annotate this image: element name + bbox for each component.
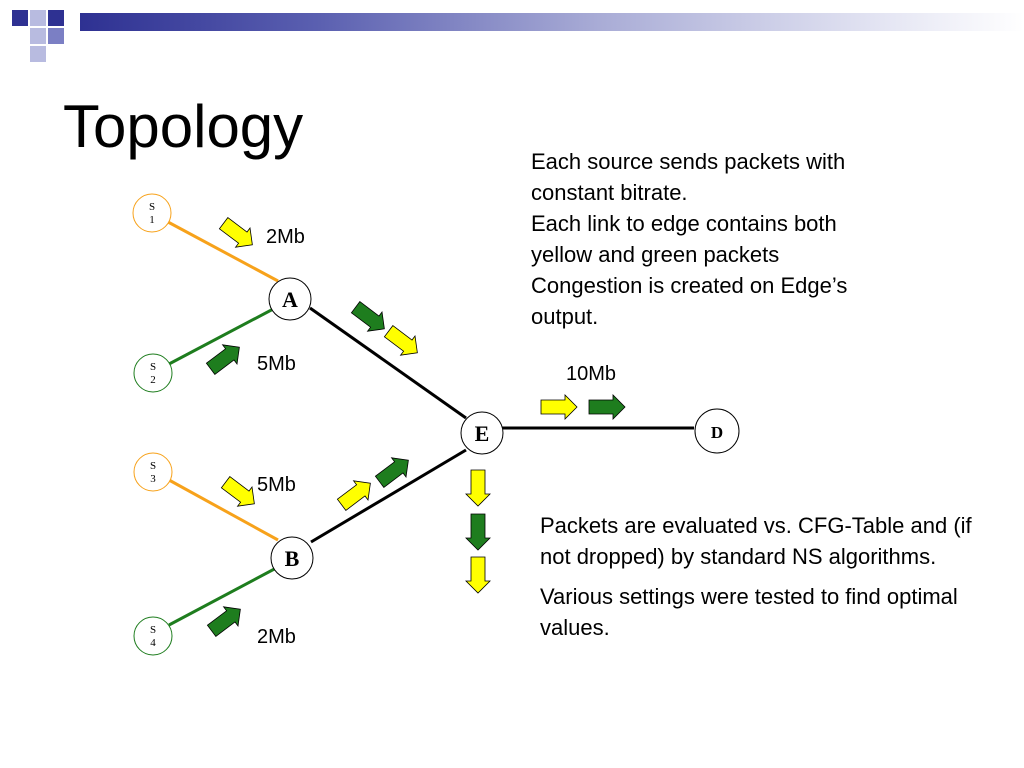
packet-arrow-yellow (220, 476, 255, 507)
decorative-square (12, 10, 28, 26)
source-node-s4: S 4 (133, 616, 173, 656)
link-s2-a (168, 305, 278, 366)
source-node-s2: S 2 (133, 353, 173, 393)
source-node-s1: S 1 (132, 193, 172, 233)
decorative-square (48, 10, 64, 26)
rate-label-s3: 5Mb (257, 474, 296, 496)
packet-arrow-yellow (336, 480, 371, 511)
node-a-label: A (282, 287, 298, 312)
node-d-destination: D (694, 408, 740, 454)
note-paragraph: Packets are evaluated vs. CFG-Table and … (540, 513, 972, 569)
packet-arrow-yellow (465, 556, 491, 594)
source-letter: S (150, 624, 156, 636)
source-letter: S (150, 361, 156, 373)
node-e-edge: E (460, 411, 504, 455)
description-line: output. (531, 304, 599, 329)
node-e-label: E (475, 421, 490, 446)
packet-arrow-green (465, 513, 491, 551)
description-text: Each source sends packets with constant … (531, 146, 931, 332)
node-b: B (270, 536, 314, 580)
description-line: constant bitrate. (531, 180, 688, 205)
node-d-label: D (711, 423, 723, 442)
description-line: Each source sends packets with (531, 149, 846, 174)
decorative-square (30, 10, 46, 26)
link-a-e (309, 306, 467, 420)
source-number: 2 (150, 374, 156, 386)
node-a: A (268, 277, 312, 321)
description-line: Congestion is created on Edge’s (531, 273, 848, 298)
packet-arrow-yellow (465, 469, 491, 507)
packet-arrow-yellow (383, 325, 418, 356)
source-number: 4 (150, 637, 156, 649)
decorative-square (30, 46, 46, 62)
note-paragraph: Various settings were tested to find opt… (540, 584, 958, 640)
description-line: yellow and green packets (531, 242, 780, 267)
rate-label-s1: 2Mb (266, 226, 305, 248)
link-s1-a (167, 220, 279, 283)
description-line: Each link to edge contains both (531, 211, 837, 236)
source-letter: S (149, 201, 155, 213)
packet-arrow-green (205, 344, 240, 375)
link-s3-b (168, 478, 279, 542)
source-number: 1 (149, 214, 155, 226)
packet-arrow-green (350, 301, 385, 332)
rate-label-s4: 2Mb (257, 626, 296, 648)
packet-arrow-green (588, 394, 626, 420)
rate-label-s2: 5Mb (257, 353, 296, 375)
link-s4-b (168, 564, 281, 627)
source-node-s3: S 3 (133, 452, 173, 492)
source-letter: S (150, 460, 156, 472)
rate-label-e-d: 10Mb (566, 363, 616, 385)
packet-arrow-green (374, 457, 409, 488)
decorative-square (48, 28, 64, 44)
packet-arrow-green (206, 606, 241, 637)
link-b-e (310, 448, 467, 544)
packet-arrow-yellow (540, 394, 578, 420)
decorative-square (30, 28, 46, 44)
slide-title: Topology (63, 93, 304, 160)
notes-text: Packets are evaluated vs. CFG-Table and … (540, 510, 980, 643)
source-number: 3 (150, 473, 156, 485)
decorative-header-bar (80, 13, 1024, 31)
packet-arrow-yellow (218, 217, 253, 248)
node-b-label: B (285, 546, 300, 571)
